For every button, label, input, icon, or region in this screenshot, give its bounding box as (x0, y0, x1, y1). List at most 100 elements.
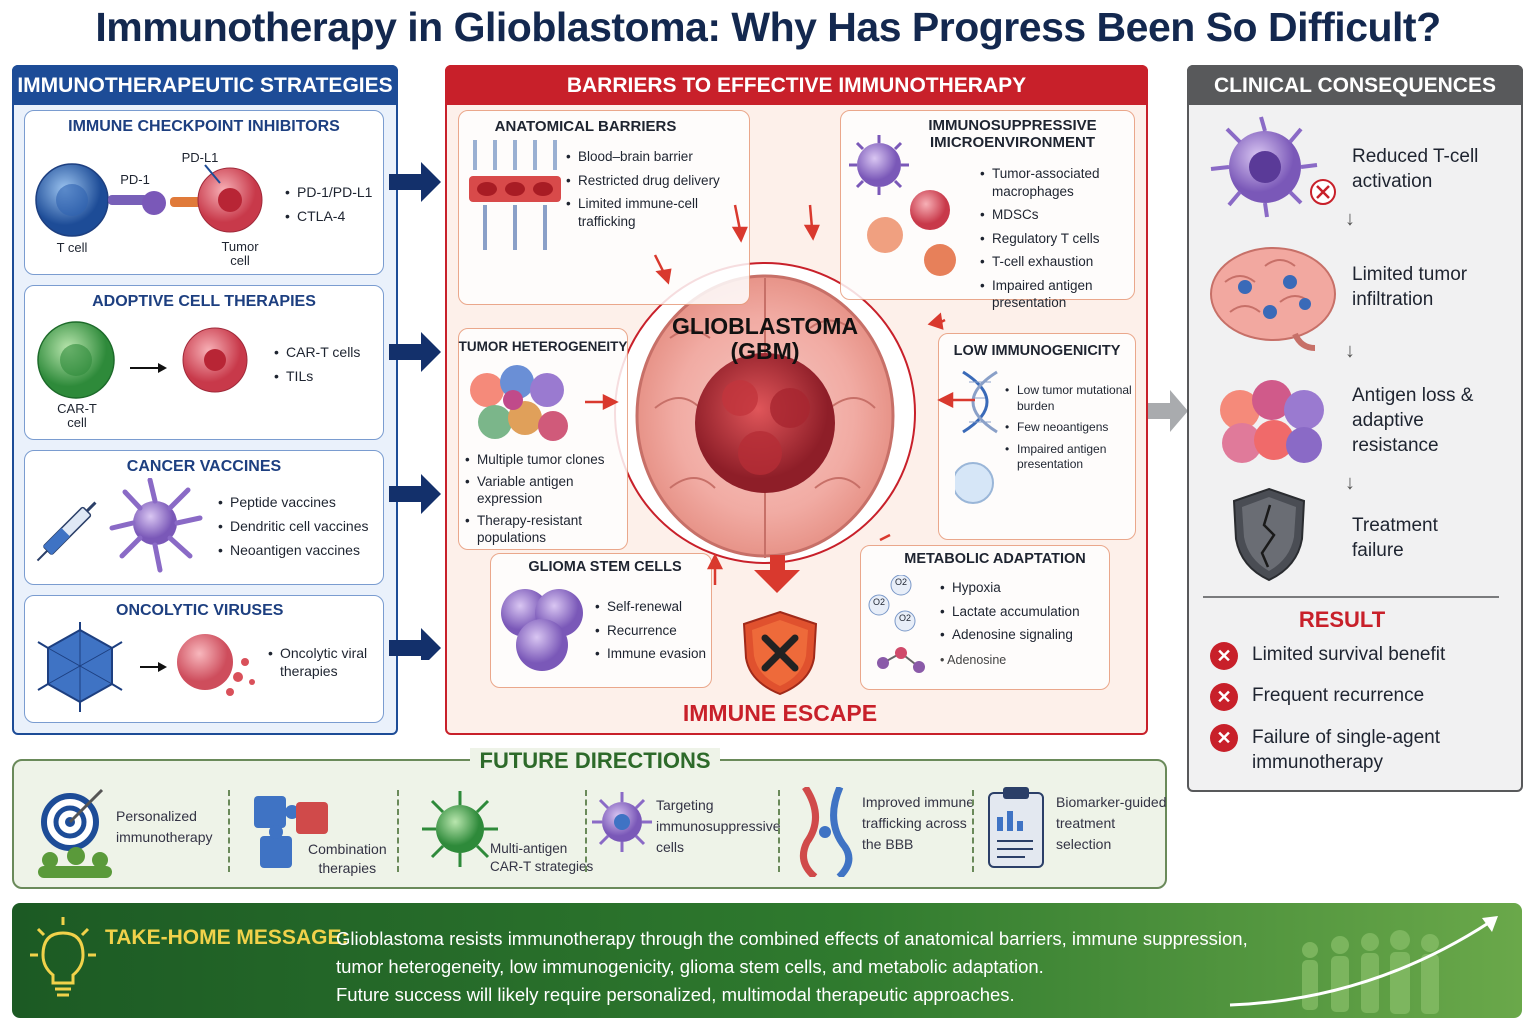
pdl1-label: PD-L1 (181, 150, 219, 165)
barrier-arrows (585, 204, 975, 593)
immune-escape-label: IMMUNE ESCAPE (682, 700, 878, 726)
tcell-inhibited-icon (1210, 116, 1336, 218)
o2-label: O2 (898, 613, 911, 623)
list-item: Peptide vaccines (218, 493, 388, 511)
immunosuppressive-cells-illustration (849, 135, 956, 276)
adoptive-list: CAR-T cells TILs (274, 343, 374, 391)
vessel-icon (799, 787, 853, 877)
list-item: Impaired antigen presentation (980, 277, 1130, 312)
list-item: CAR-T cells (274, 343, 374, 361)
checkpoint-illustration (35, 163, 263, 237)
list-item: Restricted drug delivery (566, 172, 736, 190)
cart-cell-label: CAR-T cell (57, 401, 97, 430)
cracked-shield-icon (1232, 487, 1306, 582)
stem-cells-illustration (501, 589, 583, 671)
checkpoint-list: PD-1/PD-L1 CTLA-4 (285, 183, 385, 231)
future-header: FUTURE DIRECTIONS (470, 748, 720, 774)
list-item: Limited immune-cell trafficking (566, 195, 736, 230)
arrow-right-icon (389, 332, 441, 372)
takehome-label: TAKE-HOME MESSAGE: (105, 926, 349, 949)
list-item: Lactate accumulation (940, 603, 1110, 621)
virus-icon (37, 622, 123, 712)
metabolic-list: Hypoxia Lactate accumulation Adenosine s… (940, 579, 1110, 650)
vaccines-list: Peptide vaccines Dendritic cell vaccines… (218, 493, 388, 566)
future-item-5: Improved immune trafficking across the B… (862, 794, 975, 852)
consequence-2: Limited tumor infiltration (1352, 264, 1468, 311)
brain-infiltration-icon (1210, 247, 1336, 351)
checkpoint-title: IMMUNE CHECKPOINT INHIBITORS (68, 118, 340, 135)
anatomical-list: Blood–brain barrier Restricted drug deli… (566, 148, 736, 236)
lowimmuno-list: Low tumor mutational burden Few neoantig… (1005, 383, 1135, 479)
takehome-line-3: Future success will likely require perso… (336, 984, 1015, 1005)
immunosuppressive-title: IMMUNOSUPPRESSIVE IMICROENVIRONMENT (928, 117, 1097, 152)
list-item: Variable antigen expression (465, 474, 625, 507)
list-item: Low tumor mutational burden (1005, 383, 1135, 414)
list-item: MDSCs (980, 206, 1130, 224)
dna-icon (955, 370, 998, 504)
list-item: Hypoxia (940, 579, 1110, 597)
arrow-right-icon (389, 628, 441, 660)
result-divider (1203, 596, 1499, 598)
stem-list: Self-renewal Recurrence Immune evasion (595, 598, 715, 669)
future-item-4: Targeting immunosuppressive cells (656, 797, 781, 855)
consequence-1: Reduced T-cell activation (1352, 146, 1479, 193)
result-item: ✕ Failure of single-agent immunotherapy (1210, 724, 1440, 775)
result-item: ✕ Frequent recurrence (1210, 683, 1424, 711)
list-item: Oncolytic viral therapies (268, 644, 378, 680)
strategy-arrows (389, 162, 441, 660)
takehome-line-1: Glioblastoma resists immunotherapy throu… (336, 928, 1248, 949)
syringe-icon (36, 501, 97, 562)
list-item: Therapy-resistant populations (465, 513, 625, 546)
lightbulb-icon (30, 917, 96, 997)
future-item-2: Combination therapies (308, 841, 387, 876)
result-item: ✕ Limited survival benefit (1210, 642, 1445, 670)
heterogeneity-list: Multiple tumor clones Variable antigen e… (465, 452, 625, 552)
metabolic-illustration (868, 575, 925, 673)
heterogeneity-title: TUMOR HETEROGENEITY (458, 339, 628, 354)
people-growth-icon (1229, 916, 1498, 1014)
list-item: Regulatory T cells (980, 230, 1130, 248)
x-circle-icon: ✕ (1210, 683, 1238, 711)
virus-illustration (37, 622, 255, 712)
adoptive-illustration (37, 321, 248, 399)
result-text: Failure of single-agent immunotherapy (1252, 727, 1440, 773)
list-item: TILs (274, 367, 374, 385)
down-arrow-icon: ↓ (1345, 472, 1355, 494)
barriers-header: BARRIERS TO EFFECTIVE IMMUNOTHERAPY (445, 65, 1148, 105)
list-item: Few neoantigens (1005, 420, 1135, 436)
tumor-cell-label: Tumor cell (221, 239, 259, 268)
adenosine-label: • Adenosine (940, 653, 1007, 667)
consequence-4: Treatment failure (1352, 515, 1438, 562)
immunosuppressive-list: Tumor-associated macrophages MDSCs Regul… (980, 165, 1130, 318)
vaccine-illustration (36, 478, 203, 573)
list-item: T-cell exhaustion (980, 253, 1130, 271)
cart-cell-icon (422, 791, 498, 867)
arrow-right-icon (389, 162, 441, 202)
divider (397, 790, 399, 872)
consequences-header: CLINICAL CONSEQUENCES (1187, 65, 1523, 105)
o2-label: O2 (872, 597, 885, 607)
divider (585, 790, 587, 872)
anatomical-title: ANATOMICAL BARRIERS (494, 118, 677, 135)
list-item: Immune evasion (595, 645, 715, 663)
takehome-banner (12, 903, 1522, 1018)
o2-label: O2 (894, 577, 907, 587)
viruses-title: ONCOLYTIC VIRUSES (116, 602, 284, 619)
result-text: Frequent recurrence (1252, 685, 1425, 706)
clipboard-icon (988, 787, 1044, 868)
future-item-3: Multi-antigen CAR-T strategies (490, 841, 594, 875)
strategies-header: IMMUNOTHERAPEUTIC STRATEGIES (12, 65, 398, 105)
future-item-1: Personalized immunotherapy (116, 808, 213, 845)
stem-title: GLIOMA STEM CELLS (528, 559, 682, 575)
suppressive-cell-icon (592, 792, 652, 852)
lowimmuno-title: LOW IMMUNOGENICITY (953, 343, 1121, 359)
vaccines-title: CANCER VACCINES (126, 458, 282, 475)
future-item-6: Biomarker-guided treatment selection (1056, 794, 1167, 852)
list-item: Adenosine signaling (940, 626, 1110, 644)
list-item: Blood–brain barrier (566, 148, 736, 166)
arrow-right-icon (389, 474, 441, 514)
consequence-arrow-icon (1148, 390, 1188, 432)
dendritic-cell-icon (109, 478, 203, 573)
consequence-3: Antigen loss & adaptive resistance (1352, 385, 1474, 457)
takehome-line-2: tumor heterogeneity, low immunogenicity,… (336, 956, 1044, 977)
